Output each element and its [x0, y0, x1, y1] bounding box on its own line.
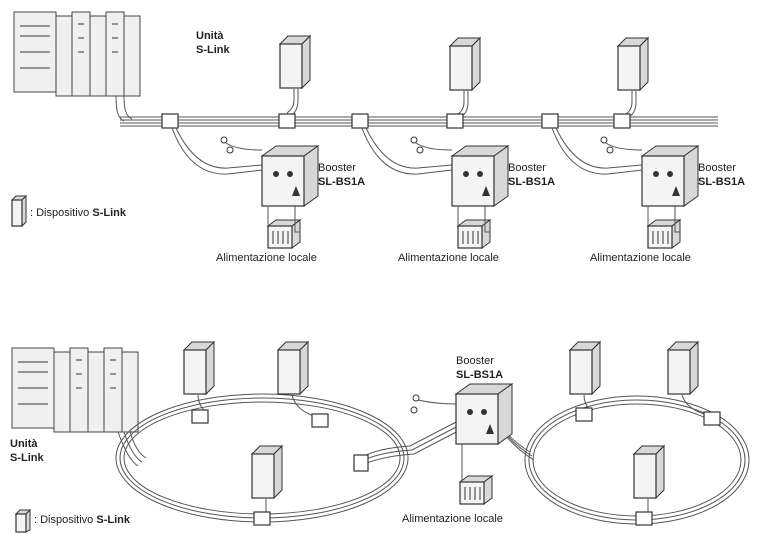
- bottom-booster-model: SL-BS1A: [456, 369, 503, 382]
- bottom-booster: [411, 384, 512, 504]
- bottom-booster-word: Booster: [456, 355, 494, 368]
- bottom-legend-bold: S-Link: [96, 514, 130, 526]
- bottom-left-ring-tap: [354, 455, 368, 471]
- top-local-power-3: Alimentazione locale: [590, 252, 691, 265]
- top-device-3: [614, 38, 648, 128]
- bottom-legend-text: : Dispositivo S-Link: [34, 514, 130, 527]
- top-legend-device-icon: [12, 196, 26, 226]
- top-device-2: [447, 38, 480, 128]
- top-booster-1-model: SL-BS1A: [318, 176, 365, 189]
- top-local-power-1: Alimentazione locale: [216, 252, 317, 265]
- bottom-legend-prefix: : Dispositivo: [34, 514, 96, 526]
- top-unit-label-line2: S-Link: [196, 44, 230, 57]
- bottom-unit-label-line1: Unità: [10, 438, 38, 451]
- top-legend-text: : Dispositivo S-Link: [30, 207, 126, 220]
- bottom-device-3: [252, 446, 282, 525]
- top-slink-unit: [14, 12, 140, 96]
- bottom-legend-device-icon: [16, 510, 30, 532]
- top-device-1: [279, 36, 310, 128]
- top-booster-segment-3: [552, 128, 698, 248]
- top-booster-segment-1: [172, 128, 318, 248]
- top-tap-2: [352, 114, 368, 128]
- top-unit-label-line1: Unità: [196, 30, 224, 43]
- bottom-device-2: [278, 342, 328, 427]
- top-booster-3-word: Booster: [698, 162, 736, 175]
- top-tap-3: [542, 114, 558, 128]
- bottom-network: [12, 342, 749, 532]
- bottom-slink-unit: [12, 348, 138, 432]
- top-booster-1-word: Booster: [318, 162, 356, 175]
- top-booster-2-word: Booster: [508, 162, 546, 175]
- bottom-device-6: [634, 446, 664, 525]
- top-legend-prefix: : Dispositivo: [30, 207, 92, 219]
- bottom-device-4: [570, 342, 600, 421]
- top-booster-3-model: SL-BS1A: [698, 176, 745, 189]
- bottom-unit-label-line2: S-Link: [10, 452, 44, 465]
- top-local-power-2: Alimentazione locale: [398, 252, 499, 265]
- top-legend-bold: S-Link: [92, 207, 126, 219]
- top-booster-2-model: SL-BS1A: [508, 176, 555, 189]
- top-tap-1: [162, 114, 178, 128]
- top-booster-segment-2: [362, 128, 508, 248]
- bottom-local-power: Alimentazione locale: [402, 513, 503, 526]
